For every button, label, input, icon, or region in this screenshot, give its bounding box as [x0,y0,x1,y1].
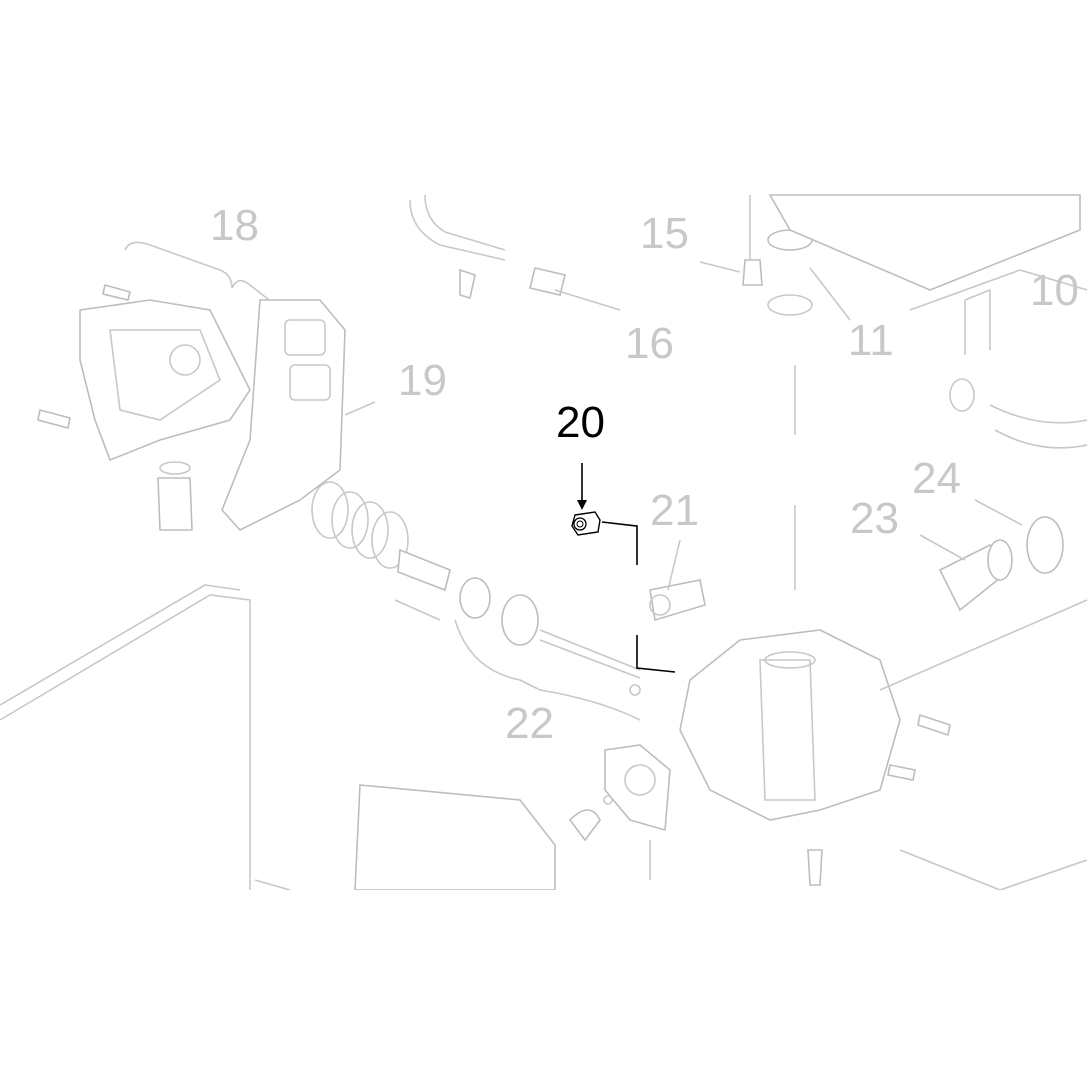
part-20-highlight [571,463,676,673]
faded-parts [0,194,1087,891]
valve-bracket-part [79,299,251,462]
label-16: 16 [625,319,674,368]
callout-line-top [601,521,638,565]
gasket-19 [221,299,346,531]
nut-part-20 [571,511,601,536]
arrowhead-icon [577,500,587,510]
part-24 [1026,516,1064,574]
label-24: 24 [912,454,961,503]
callout-line-bottom [636,635,676,673]
leader-arrows [344,261,1023,621]
bottom-crop [0,890,1087,1087]
label-19: 19 [398,356,447,405]
part-labels: 18 19 15 16 11 10 20 21 22 23 24 [210,201,1079,748]
label-21: 21 [650,486,699,535]
valve-body [679,629,901,821]
sensor-21 [649,579,706,622]
label-10: 10 [1030,266,1079,315]
label-18: 18 [210,201,259,250]
label-22: 22 [505,699,554,748]
heat-exchanger [768,194,1081,291]
gasket-lower [604,744,671,832]
lower-assembly [354,784,556,891]
label-20: 20 [556,398,605,447]
label-15: 15 [640,209,689,258]
spring [311,481,409,569]
label-11: 11 [848,316,894,365]
part-15 [742,259,763,286]
bracket-22 [454,619,641,721]
label-23: 23 [850,494,899,543]
filter-16 [529,267,566,296]
